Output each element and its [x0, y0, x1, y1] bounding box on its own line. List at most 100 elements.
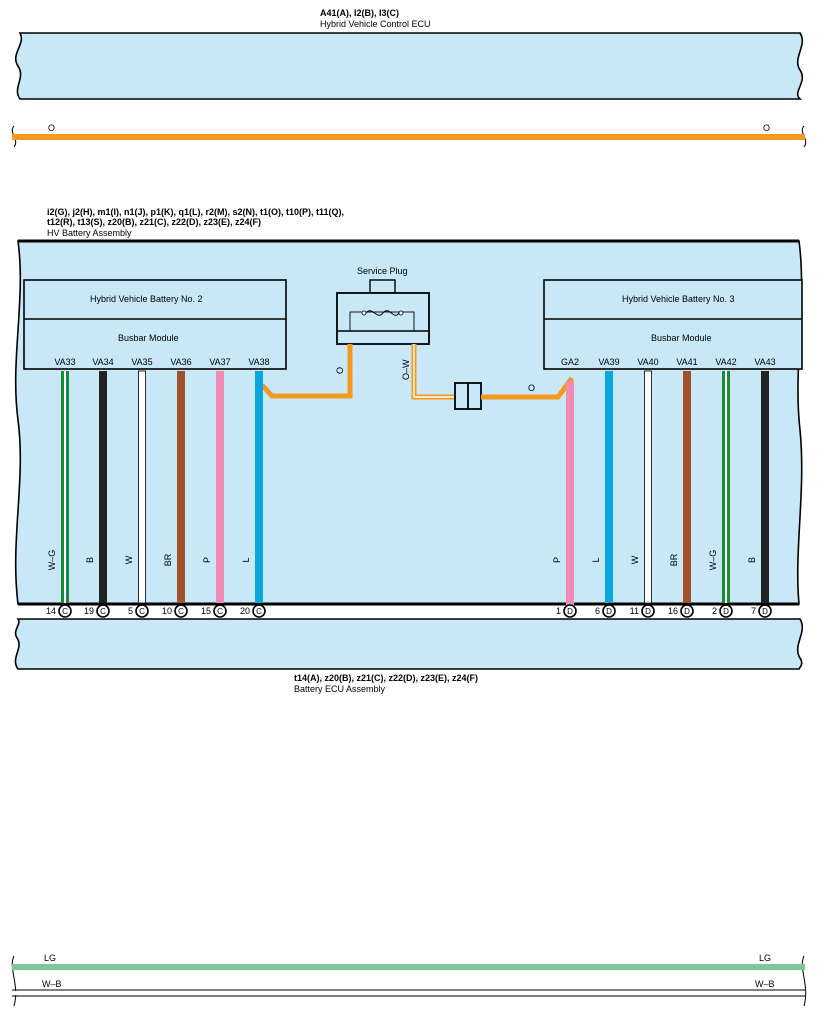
left-pin-connector-va34: C	[100, 607, 106, 616]
battery-3-module: Busbar Module	[651, 333, 712, 343]
left-pin-number-va35: 5	[128, 606, 133, 616]
hv-connectors-line1: i2(G), j2(H), m1(I), n1(J), p1(K), q1(L)…	[47, 207, 344, 217]
right-pin-number-va43: 7	[751, 606, 756, 616]
right-wire-color-va41: BR	[669, 553, 679, 566]
right-wire-group: GA2P1DGA2VA39L6DVA39VA40W11DVA40VA41BR16…	[552, 357, 776, 633]
right-pin-circle-va43	[758, 604, 772, 618]
right-pin-number-va40: 11	[630, 606, 639, 616]
bottom-wire-wb-right-color: W–B	[755, 979, 775, 989]
right-pin-connector-va39: D	[606, 607, 612, 616]
right-pin-connector-va40: D	[645, 607, 651, 616]
right-wire-body-va39	[605, 371, 613, 603]
ecu-panel[interactable]	[14, 32, 804, 100]
battery-ecu-name: Battery ECU Assembly	[294, 684, 386, 694]
left-pin-circle-va35	[135, 604, 149, 618]
right-terminal-label-va39: VA39	[598, 357, 619, 367]
left-wire-body-va38	[255, 371, 263, 603]
battery-ecu-panel[interactable]	[14, 618, 804, 670]
left-pin-number-va37: 15	[201, 606, 211, 616]
left-pin-circle-va36	[174, 604, 188, 618]
service-plug-wire-after-connector-color: O	[528, 383, 535, 393]
service-plug[interactable]	[336, 279, 430, 345]
left-wire-body-va34	[99, 371, 107, 603]
bottom-wire-lg-right-color: LG	[759, 953, 771, 963]
left-terminal-label-va38: VA38	[248, 357, 269, 367]
bottom-wire-left-break	[11, 955, 17, 1007]
right-terminal-label-va43: VA43	[754, 357, 775, 367]
left-pin-connector-va35: C	[139, 607, 145, 616]
right-terminal-label-va42: VA42	[715, 357, 736, 367]
bottom-wire-lg-left-color: LG	[44, 953, 56, 963]
top-wire-left-color: O	[48, 123, 55, 133]
right-wire-color-va43: B	[747, 557, 757, 563]
bottom-wire-right-break	[801, 955, 807, 1007]
service-plug-body	[336, 292, 430, 345]
service-plug-wire-right-color: O–W	[401, 359, 411, 380]
left-wire-body-va35	[138, 370, 146, 604]
left-terminal-label-va33: VA33	[54, 357, 75, 367]
service-plug-fuse-frame	[349, 311, 415, 332]
service-plug-wire-left[interactable]	[260, 344, 353, 399]
right-pin-connector-va42: D	[723, 607, 729, 616]
right-pin-circle-ga2	[563, 604, 577, 618]
hv-connectors-line2: t12(R), t13(S), z20(B), z21(C), z22(D), …	[47, 217, 261, 227]
left-pin-circle-va33	[58, 604, 72, 618]
right-pin-connector-va43: D	[762, 607, 768, 616]
ecu-name: Hybrid Vehicle Control ECU	[320, 19, 431, 29]
right-wire-color-va40: W	[630, 555, 640, 564]
right-pin-number-va41: 16	[668, 606, 678, 616]
battery-2-title: Hybrid Vehicle Battery No. 2	[90, 294, 203, 304]
bottom-wire-wb-left-color: W–B	[42, 979, 62, 989]
battery-2-box[interactable]	[23, 279, 287, 370]
left-wire-color-va35: W	[124, 555, 134, 564]
left-terminal-label-va35: VA35	[131, 357, 152, 367]
right-wire-color-va39: L	[591, 557, 601, 562]
right-terminal-label-ga2: GA2	[561, 357, 579, 367]
battery-3-title: Hybrid Vehicle Battery No. 3	[622, 294, 735, 304]
left-pin-connector-va33: C	[62, 607, 68, 616]
left-wire-body-va36	[177, 371, 185, 603]
battery-2-module: Busbar Module	[118, 333, 179, 343]
left-pin-number-va36: 10	[162, 606, 172, 616]
left-wire-color-va33: W–G	[47, 550, 57, 571]
battery-3-box[interactable]	[543, 279, 803, 370]
battery-ecu-connectors: t14(A), z20(B), z21(C), z22(D), z23(E), …	[294, 673, 478, 683]
left-pin-number-va33: 14	[46, 606, 56, 616]
left-terminal-label-va37: VA37	[209, 357, 230, 367]
fuse-icon	[365, 310, 400, 316]
top-wire-right-color: O	[763, 123, 770, 133]
left-terminal-label-va34: VA34	[92, 357, 113, 367]
left-pin-number-va38: 20	[240, 606, 250, 616]
right-pin-number-va42: 2	[712, 606, 717, 616]
right-terminal-label-va41: VA41	[676, 357, 697, 367]
right-wire-color-ga2: P	[552, 557, 562, 563]
left-wire-stripe-va33	[64, 371, 66, 603]
right-wire-color-va42: W–G	[708, 550, 718, 571]
left-pin-circle-va38	[252, 604, 266, 618]
service-plug-wire-left-color: O	[335, 367, 345, 374]
service-plug-label: Service Plug	[357, 266, 408, 276]
right-pin-circle-va42	[719, 604, 733, 618]
left-pin-circle-va37	[213, 604, 227, 618]
right-wire-body-va40	[644, 370, 652, 604]
left-wire-color-va34: B	[85, 557, 95, 563]
left-pin-number-va34: 19	[84, 606, 94, 616]
right-wire-body-ga2	[566, 381, 574, 613]
right-pin-circle-va41	[680, 604, 694, 618]
fuse-terminal-right	[398, 310, 404, 316]
right-pin-circle-va40	[641, 604, 655, 618]
left-wire-body-va37	[216, 371, 224, 603]
hv-assembly-name: HV Battery Assembly	[47, 228, 132, 238]
right-wire-body-va43	[761, 371, 769, 603]
left-wire-color-va37: P	[202, 557, 212, 563]
right-pin-number-va39: 6	[595, 606, 600, 616]
right-pin-circle-va39	[602, 604, 616, 618]
left-terminal-label-va36: VA36	[170, 357, 191, 367]
right-terminal-label-va40: VA40	[637, 357, 658, 367]
right-pin-connector-va41: D	[684, 607, 690, 616]
right-wire-stripe-va42	[725, 371, 727, 603]
right-wire-body-va41	[683, 371, 691, 603]
service-plug-wire-right-stripe	[413, 344, 455, 398]
service-plug-handle	[369, 279, 396, 294]
